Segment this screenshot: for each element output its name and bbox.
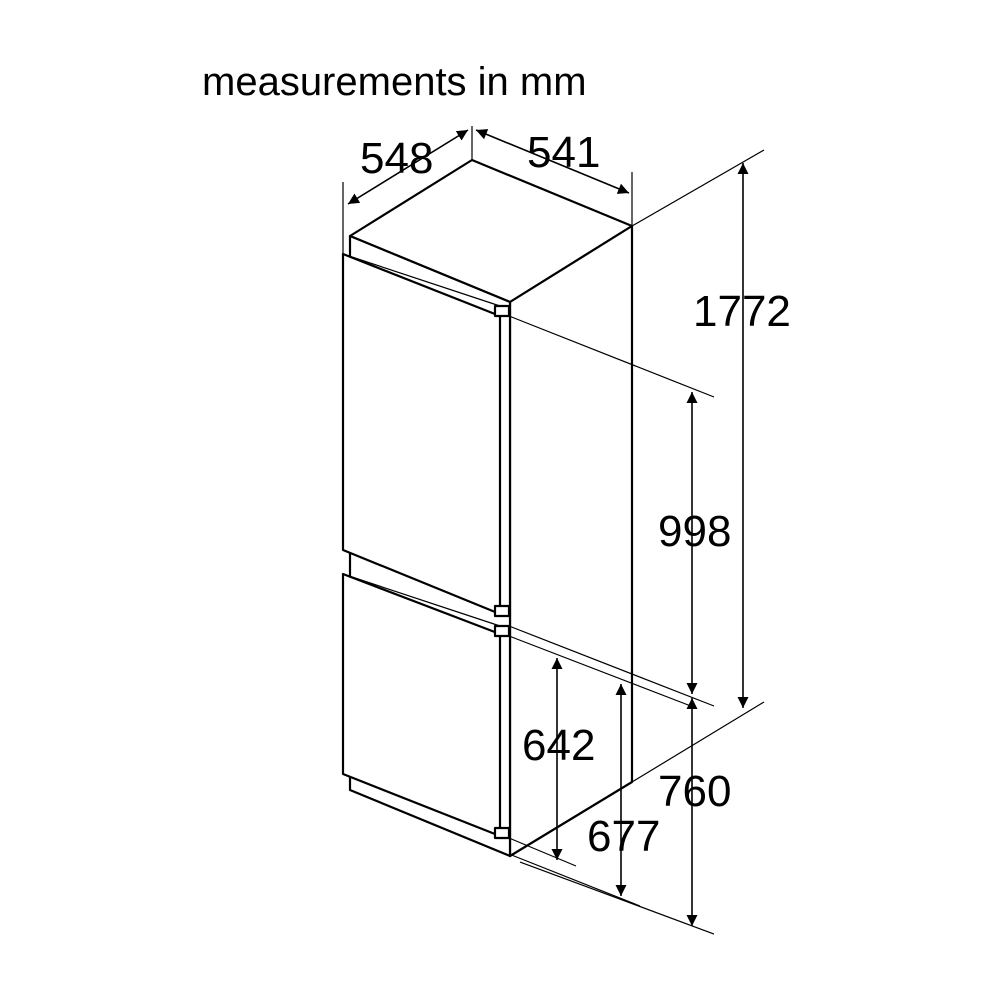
- upper-hinge-top: [493, 304, 511, 318]
- dimension-arrow-541: [475, 129, 630, 194]
- dimension-label-1772: 1772: [693, 287, 791, 336]
- upper-door: [341, 252, 511, 618]
- diagram-title: measurements in mm: [202, 60, 587, 104]
- lower-door: [341, 572, 511, 840]
- lower-hinge-top: [493, 624, 511, 638]
- upper-door-panel: [341, 252, 502, 616]
- dimension-label-548: 548: [360, 134, 433, 183]
- upper-door-top-edge: [342, 253, 501, 307]
- dimension-label-677: 677: [587, 812, 660, 861]
- lower-door-top-edge: [342, 573, 501, 627]
- extension-lines: [508, 149, 765, 935]
- dimension-label-642: 642: [522, 721, 595, 770]
- top-dimension-lines: [342, 126, 633, 254]
- upper-hinge-bottom: [493, 604, 511, 618]
- lower-hinge-bottom: [493, 826, 511, 840]
- dimension-arrow-548: [347, 129, 469, 205]
- dimension-label-541: 541: [527, 128, 600, 177]
- dimension-label-760: 760: [658, 767, 731, 816]
- dimension-label-998: 998: [658, 507, 731, 556]
